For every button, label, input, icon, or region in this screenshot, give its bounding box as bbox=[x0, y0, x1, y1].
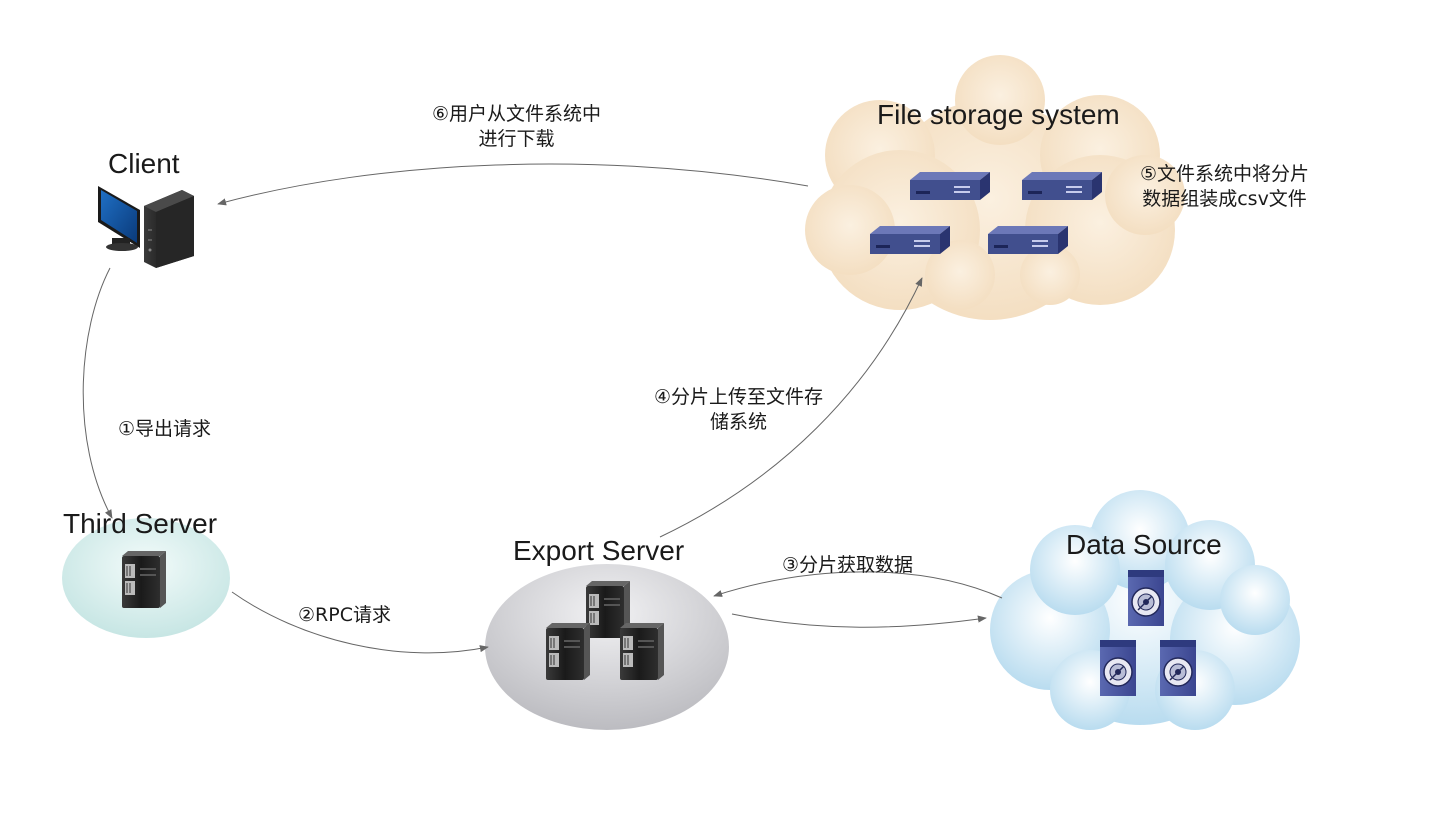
upload-label: ④分片上传至文件存 储系统 bbox=[654, 385, 823, 435]
third-server-node bbox=[62, 518, 230, 638]
database-server-icon bbox=[1099, 639, 1137, 697]
server-tower-icon bbox=[121, 550, 167, 609]
third-server-title: Third Server bbox=[63, 508, 218, 539]
export-server-node bbox=[485, 564, 729, 730]
file-storage-title: File storage system bbox=[877, 99, 1120, 130]
database-server-icon bbox=[1159, 639, 1197, 697]
export-server-title: Export Server bbox=[513, 535, 685, 566]
server-tower-icon bbox=[619, 622, 665, 681]
download-label: ⑥用户从文件系统中 进行下载 bbox=[432, 102, 601, 152]
edge-fetch-data-response bbox=[731, 613, 987, 628]
label-line: ⑤文件系统中将分片 bbox=[1140, 163, 1310, 185]
storage-appliance-icon bbox=[988, 226, 1068, 254]
client-title: Client bbox=[108, 148, 180, 179]
server-tower-icon bbox=[545, 622, 591, 681]
edge-download bbox=[217, 163, 809, 206]
label-line: 储系统 bbox=[710, 411, 768, 433]
fetch-data-label: ③分片获取数据 bbox=[782, 553, 913, 578]
label-line: ⑥用户从文件系统中 bbox=[432, 103, 602, 125]
export-request-label: ①导出请求 bbox=[118, 417, 211, 442]
edge-upload bbox=[659, 277, 923, 538]
label-line: ④分片上传至文件存 bbox=[654, 386, 824, 408]
label-line: 数据组装成csv文件 bbox=[1142, 188, 1307, 210]
label-line: 进行下载 bbox=[478, 128, 555, 150]
label-line: ③分片获取数据 bbox=[782, 554, 914, 576]
client-computer-icon bbox=[98, 186, 194, 268]
data-source-cloud bbox=[990, 490, 1300, 730]
data-source-title: Data Source bbox=[1066, 529, 1222, 560]
label-line: ②RPC请求 bbox=[298, 604, 391, 626]
edge-fetch-data-request bbox=[713, 571, 1003, 599]
storage-appliance-icon bbox=[870, 226, 950, 254]
edge-export-request bbox=[82, 267, 113, 519]
rpc-request-label: ②RPC请求 bbox=[298, 603, 391, 628]
database-server-icon bbox=[1127, 569, 1165, 627]
file-storage-cloud bbox=[805, 55, 1185, 320]
storage-appliance-icon bbox=[910, 172, 990, 200]
label-line: ①导出请求 bbox=[118, 418, 212, 440]
edge-rpc-request bbox=[231, 591, 489, 654]
storage-appliance-icon bbox=[1022, 172, 1102, 200]
assemble-label: ⑤文件系统中将分片 数据组装成csv文件 bbox=[1140, 162, 1309, 212]
